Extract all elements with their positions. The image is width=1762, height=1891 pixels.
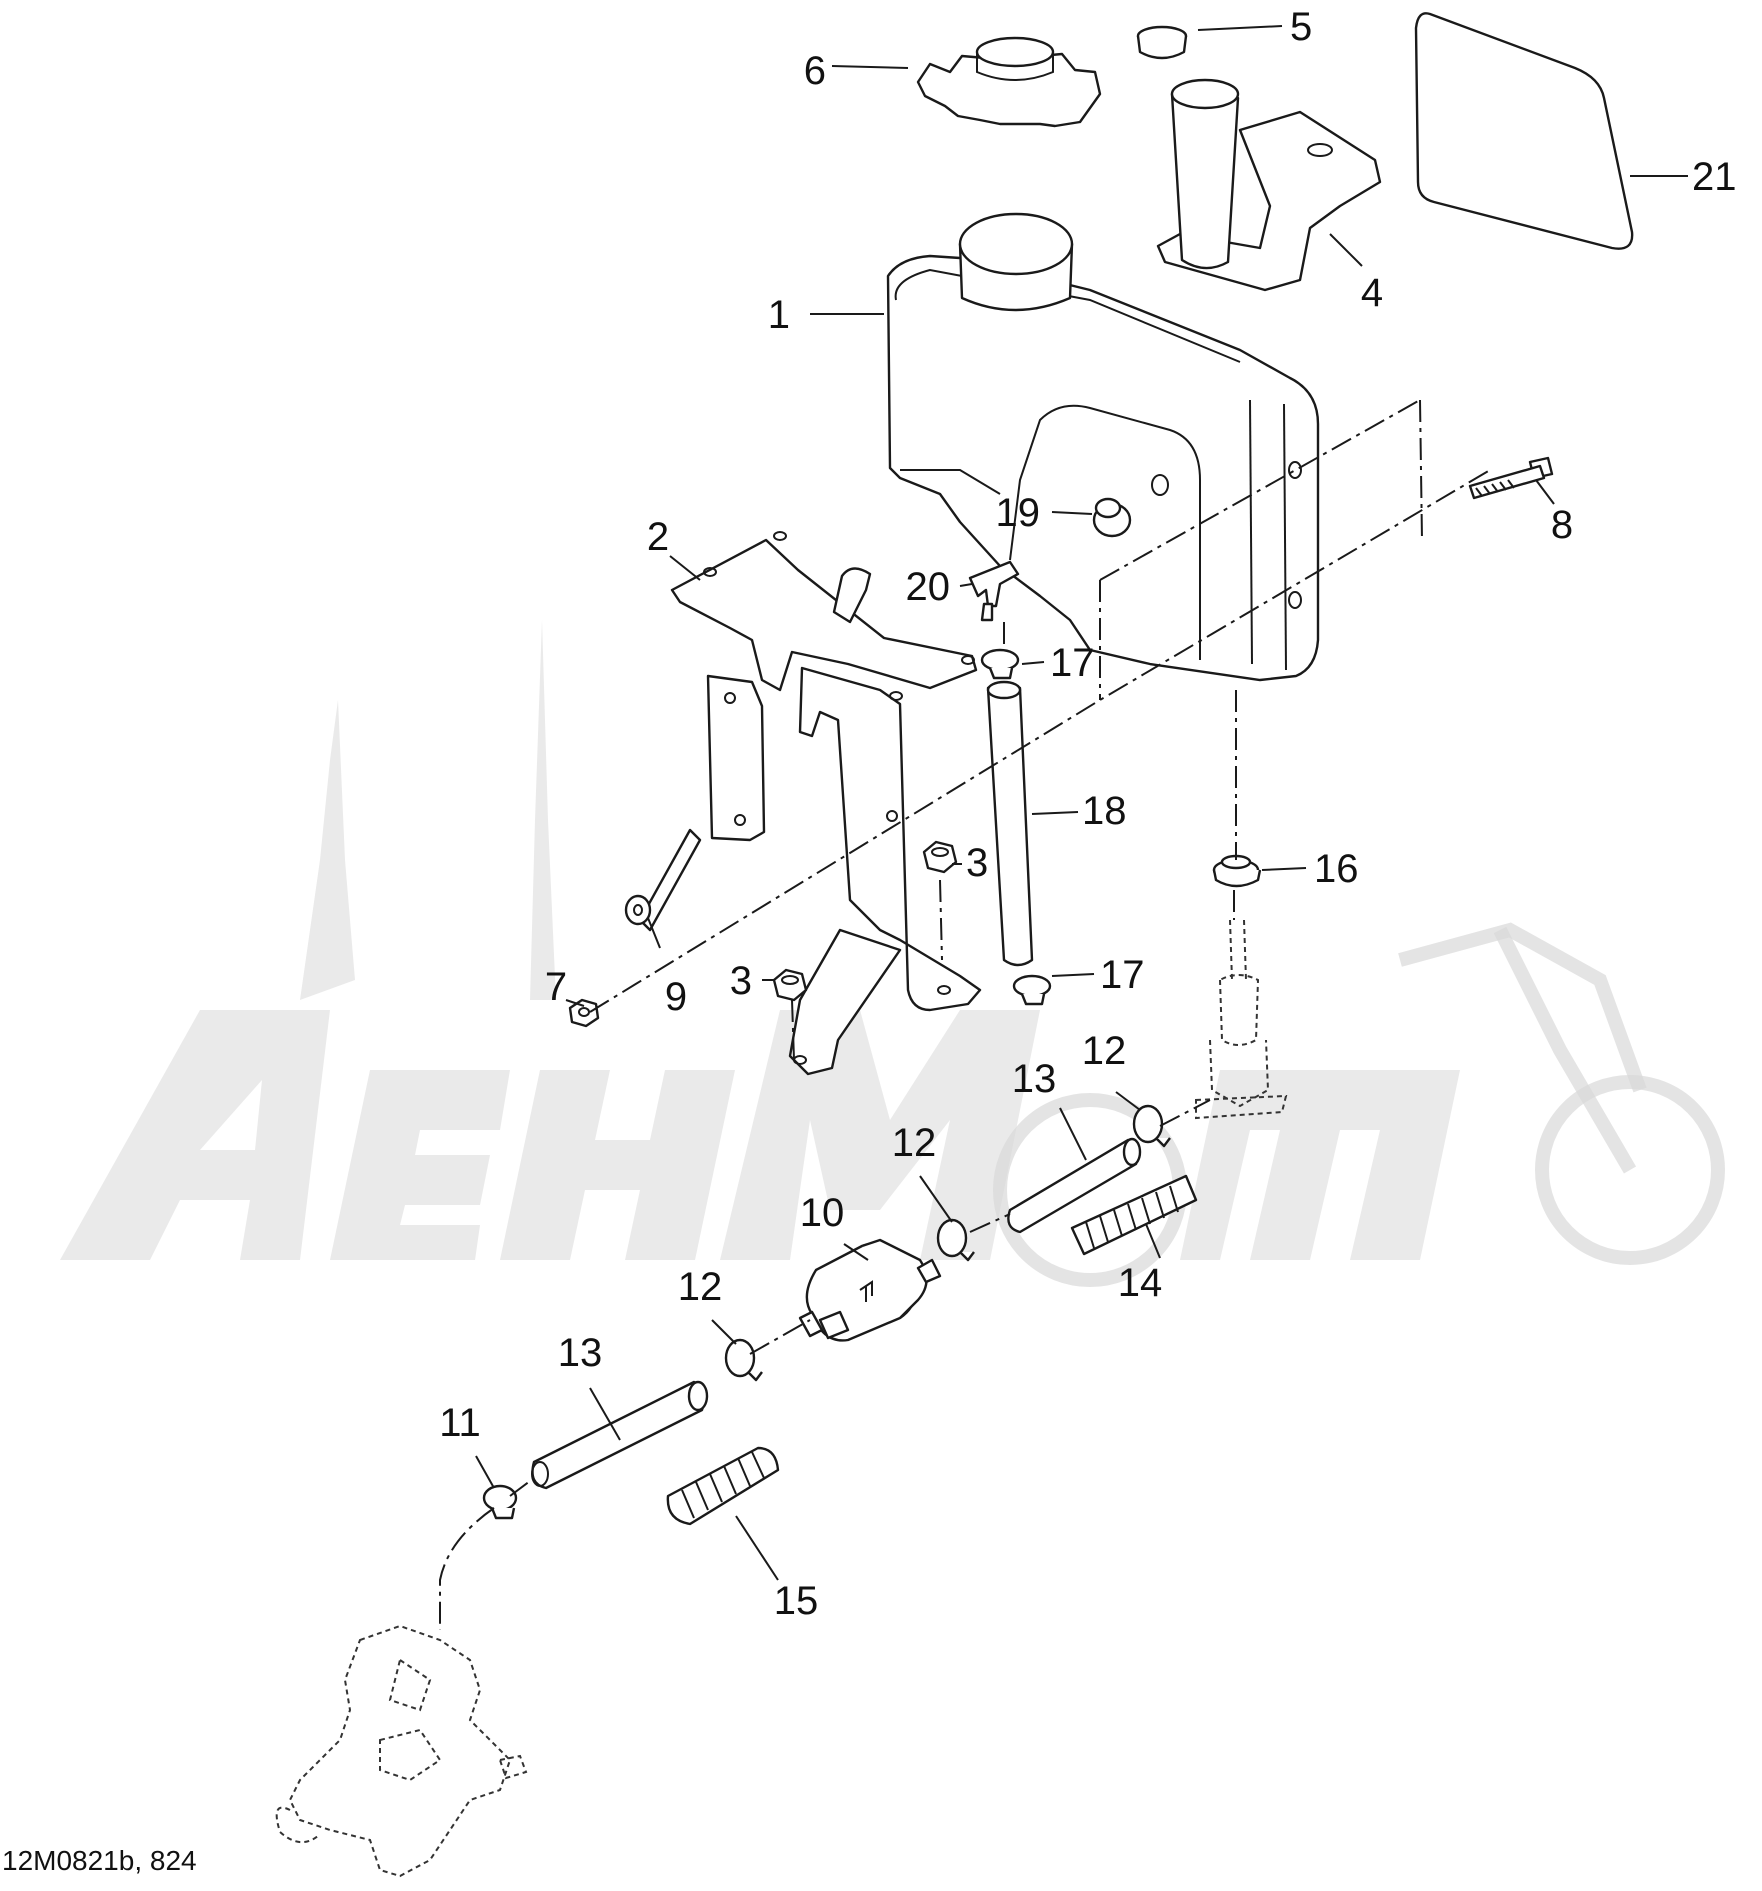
callout-3-lower: 3 bbox=[730, 959, 752, 1003]
callout-10: 10 bbox=[800, 1191, 845, 1235]
part-19-grommet[interactable] bbox=[1092, 497, 1132, 538]
part-11-clamp[interactable] bbox=[482, 1484, 518, 1520]
part-7-nut[interactable] bbox=[568, 998, 600, 1028]
part-13-hose-upper[interactable] bbox=[1007, 1137, 1142, 1234]
watermark bbox=[60, 620, 1725, 1287]
callout-13-upper: 13 bbox=[1012, 1057, 1057, 1101]
callout-15: 15 bbox=[774, 1579, 819, 1623]
part-20-elbow[interactable] bbox=[968, 560, 1020, 622]
part-17-clamp-upper[interactable] bbox=[980, 648, 1020, 680]
callouts: 1 2 3 3 4 5 6 7 8 9 10 11 12 12 12 13 13… bbox=[439, 5, 1736, 1623]
callout-2: 2 bbox=[647, 515, 669, 559]
part-21-label[interactable] bbox=[1414, 12, 1634, 250]
callout-21: 21 bbox=[1692, 155, 1737, 199]
callout-3-upper: 3 bbox=[966, 841, 988, 885]
phantom-engine bbox=[275, 1624, 528, 1878]
callout-12-middle: 12 bbox=[892, 1121, 937, 1165]
part-18-hose[interactable] bbox=[986, 680, 1034, 967]
part-15-spring[interactable] bbox=[666, 1446, 780, 1526]
callout-9: 9 bbox=[665, 975, 687, 1019]
part-9-washer[interactable] bbox=[624, 894, 652, 926]
part-4-bracket[interactable] bbox=[1156, 78, 1382, 292]
part-6-cap[interactable] bbox=[916, 36, 1102, 128]
callout-17-lower: 17 bbox=[1100, 953, 1145, 997]
part-2-bracket[interactable] bbox=[638, 531, 982, 1076]
callout-14: 14 bbox=[1118, 1261, 1163, 1305]
part-13-hose-lower[interactable] bbox=[531, 1380, 709, 1490]
assembly-axes bbox=[439, 399, 1491, 1630]
part-3-nut-upper[interactable] bbox=[922, 840, 958, 874]
callout-5: 5 bbox=[1290, 5, 1312, 49]
callout-13-lower: 13 bbox=[558, 1331, 603, 1375]
part-10-filter[interactable] bbox=[798, 1238, 942, 1342]
part-12-clamp-left[interactable] bbox=[724, 1338, 763, 1382]
part-12-clamp-right[interactable] bbox=[1132, 1104, 1171, 1148]
part-1-tank[interactable] bbox=[886, 212, 1320, 682]
callout-7: 7 bbox=[545, 965, 567, 1009]
phantom-fitting bbox=[1195, 919, 1288, 1120]
callout-12-right: 12 bbox=[1082, 1029, 1127, 1073]
part-5-plug[interactable] bbox=[1136, 25, 1188, 60]
callout-8: 8 bbox=[1551, 503, 1573, 547]
drawing-reference: 12M0821b, 824 bbox=[2, 1845, 197, 1876]
part-17-clamp-lower[interactable] bbox=[1012, 974, 1052, 1006]
part-8-bolt[interactable] bbox=[1468, 456, 1554, 500]
part-12-clamp-middle[interactable] bbox=[936, 1218, 975, 1262]
part-3-nut-lower[interactable] bbox=[772, 968, 808, 1002]
callout-17-upper: 17 bbox=[1050, 641, 1095, 685]
callout-19: 19 bbox=[996, 491, 1041, 535]
callout-20: 20 bbox=[906, 565, 951, 609]
callout-12-left: 12 bbox=[678, 1265, 723, 1309]
callout-11: 11 bbox=[439, 1401, 481, 1445]
callout-16: 16 bbox=[1314, 847, 1359, 891]
part-14-spring[interactable] bbox=[1070, 1174, 1198, 1256]
callout-1: 1 bbox=[768, 293, 790, 337]
leader-lines bbox=[475, 25, 1688, 1581]
callout-4: 4 bbox=[1361, 271, 1383, 315]
callout-6: 6 bbox=[804, 49, 826, 93]
callout-18: 18 bbox=[1082, 789, 1127, 833]
part-16-grommet[interactable] bbox=[1212, 854, 1262, 888]
